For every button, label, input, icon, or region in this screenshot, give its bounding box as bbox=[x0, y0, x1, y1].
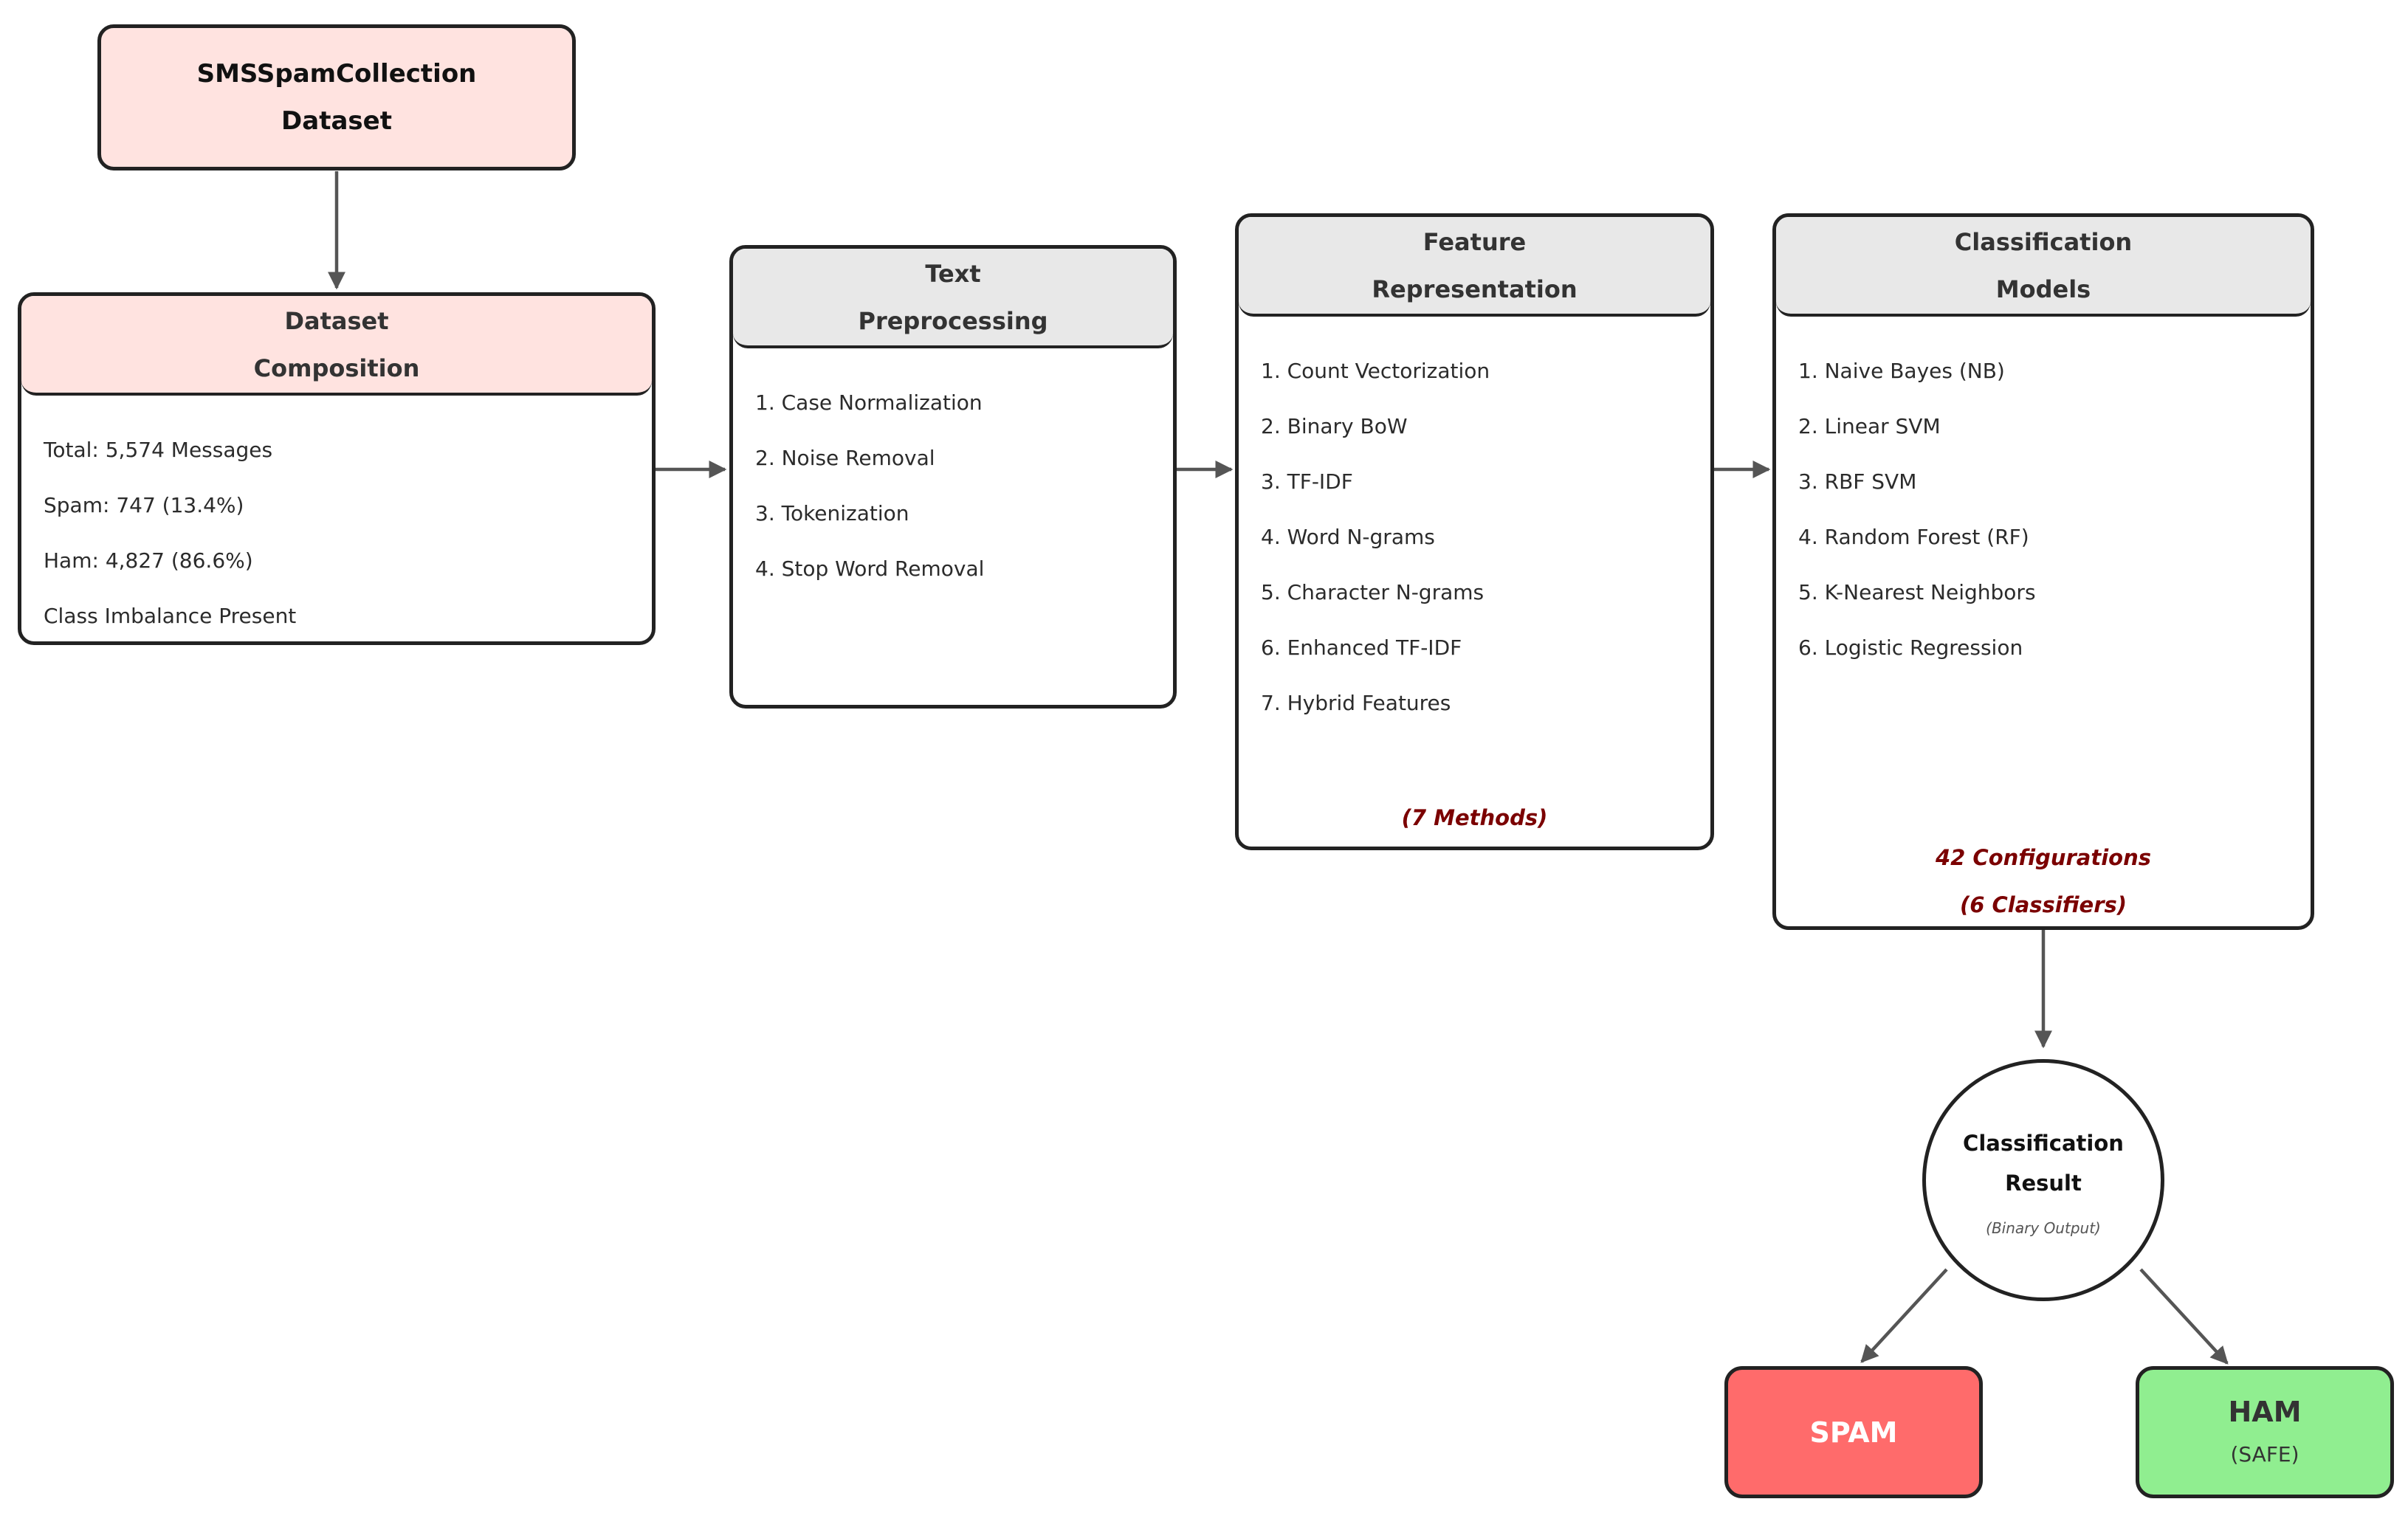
result-subtitle: (Binary Output) bbox=[1986, 1219, 2101, 1237]
features-note: (7 Methods) bbox=[1401, 805, 1548, 830]
models-item-4: 4. Random Forest (RF) bbox=[1798, 525, 2029, 549]
models-note-line2: (6 Classifiers) bbox=[1959, 892, 2127, 917]
composition-header-line2: Composition bbox=[253, 354, 420, 382]
features-items: 1. Count Vectorization 2. Binary BoW 3. … bbox=[1239, 317, 1710, 731]
features-item-1: 1. Count Vectorization bbox=[1261, 359, 1490, 383]
composition-item-spam: Spam: 747 (13.4%) bbox=[44, 493, 244, 517]
models-header-line2: Models bbox=[1995, 275, 2091, 303]
preprocessing-items: 1. Case Normalization 2. Noise Removal 3… bbox=[733, 348, 1173, 596]
composition-header: Dataset Composition bbox=[21, 296, 652, 396]
features-header-line2: Representation bbox=[1372, 275, 1578, 303]
models-item-6: 6. Logistic Regression bbox=[1798, 635, 2023, 660]
feature-representation-box: Feature Representation 1. Count Vectoriz… bbox=[1235, 213, 1714, 850]
models-header: Classification Models bbox=[1776, 217, 2311, 317]
ham-sublabel: (SAFE) bbox=[2230, 1441, 2299, 1467]
arrow-result-to-spam bbox=[1860, 1268, 1948, 1363]
preprocessing-header-line2: Preprocessing bbox=[858, 306, 1048, 335]
dataset-composition-box: Dataset Composition Total: 5,574 Message… bbox=[18, 292, 656, 645]
spam-label: SPAM bbox=[1809, 1416, 1898, 1449]
composition-items: Total: 5,574 Messages Spam: 747 (13.4%) … bbox=[21, 396, 652, 641]
models-note-line1: 42 Configurations bbox=[1935, 845, 2152, 870]
models-item-1: 1. Naive Bayes (NB) bbox=[1798, 359, 2005, 383]
composition-header-line1: Dataset bbox=[284, 306, 389, 335]
composition-item-total: Total: 5,574 Messages bbox=[44, 438, 273, 462]
preprocessing-item-3: 3. Tokenization bbox=[755, 501, 909, 525]
features-item-6: 6. Enhanced TF-IDF bbox=[1261, 635, 1462, 660]
preprocessing-item-1: 1. Case Normalization bbox=[755, 390, 983, 415]
result-title-line2: Result bbox=[2005, 1171, 2082, 1196]
preprocessing-header: Text Preprocessing bbox=[733, 249, 1173, 348]
preprocessing-item-2: 2. Noise Removal bbox=[755, 446, 935, 470]
features-item-3: 3. TF-IDF bbox=[1261, 469, 1353, 494]
classification-models-box: Classification Models 1. Naive Bayes (NB… bbox=[1772, 213, 2314, 930]
arrow-result-to-ham bbox=[2139, 1268, 2229, 1365]
features-item-4: 4. Word N-grams bbox=[1261, 525, 1435, 549]
spam-output-box: SPAM bbox=[1724, 1366, 1983, 1498]
preprocessing-item-4: 4. Stop Word Removal bbox=[755, 556, 985, 581]
models-items: 1. Naive Bayes (NB) 2. Linear SVM 3. RBF… bbox=[1776, 317, 2311, 675]
models-item-3: 3. RBF SVM bbox=[1798, 469, 1917, 494]
ham-output-box: HAM (SAFE) bbox=[2136, 1366, 2394, 1498]
features-item-2: 2. Binary BoW bbox=[1261, 414, 1408, 438]
text-preprocessing-box: Text Preprocessing 1. Case Normalization… bbox=[729, 245, 1177, 709]
source-dataset-box: SMSSpamCollection Dataset bbox=[97, 24, 576, 170]
features-item-7: 7. Hybrid Features bbox=[1261, 691, 1451, 715]
source-title-line2: Dataset bbox=[281, 106, 392, 136]
result-title-line1: Classification bbox=[1963, 1131, 2124, 1156]
classification-result-node: Classification Result (Binary Output) bbox=[1922, 1059, 2164, 1301]
preprocessing-header-line1: Text bbox=[925, 259, 981, 288]
features-item-5: 5. Character N-grams bbox=[1261, 580, 1485, 604]
composition-item-imbalance: Class Imbalance Present bbox=[44, 604, 297, 628]
source-title-line1: SMSSpamCollection bbox=[196, 59, 477, 89]
features-header: Feature Representation bbox=[1239, 217, 1710, 317]
ham-label: HAM bbox=[2228, 1395, 2302, 1428]
composition-item-ham: Ham: 4,827 (86.6%) bbox=[44, 548, 253, 573]
features-header-line1: Feature bbox=[1423, 227, 1527, 256]
models-item-2: 2. Linear SVM bbox=[1798, 414, 1941, 438]
models-header-line1: Classification bbox=[1954, 227, 2133, 256]
models-item-5: 5. K-Nearest Neighbors bbox=[1798, 580, 2036, 604]
